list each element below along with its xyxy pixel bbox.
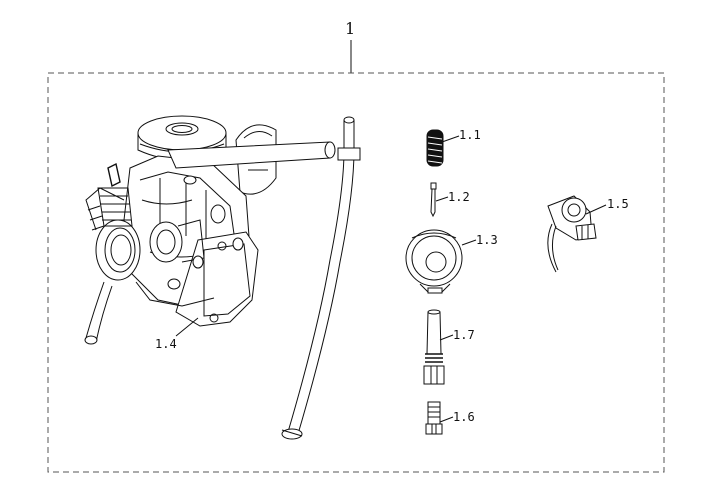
spring-drawing [426, 129, 444, 167]
part-number-1-7: 1.7 [453, 328, 475, 342]
part-number-1-3: 1.3 [476, 233, 498, 247]
needle-drawing [430, 182, 437, 218]
part-label-1-6: 1.6 [439, 410, 475, 424]
part-number-1-6: 1.6 [453, 410, 475, 424]
assembly-boundary [47, 72, 665, 473]
assembly-label: 1 [345, 19, 355, 38]
main-jet-drawing [425, 401, 443, 435]
choke-actuator-drawing [547, 195, 597, 273]
fuel-hose-drawing [281, 116, 361, 440]
float-chamber-cap-drawing [405, 229, 463, 294]
part-label-1-3: 1.3 [461, 233, 498, 247]
part-label-1-2: 1.2 [435, 190, 470, 204]
part-label-1-5: 1.5 [585, 197, 629, 215]
part-number-1-2: 1.2 [448, 190, 470, 204]
part-label-1-4: 1.4 [155, 317, 199, 351]
carburetor-body-drawing [84, 115, 336, 345]
part-number-1-1: 1.1 [459, 128, 481, 142]
part-number-1-5: 1.5 [607, 197, 629, 211]
needle-jet-drawing [423, 309, 445, 385]
part-label-1-7: 1.7 [439, 328, 475, 342]
part-label-1-1: 1.1 [441, 128, 481, 143]
part-number-1-4: 1.4 [155, 337, 177, 351]
